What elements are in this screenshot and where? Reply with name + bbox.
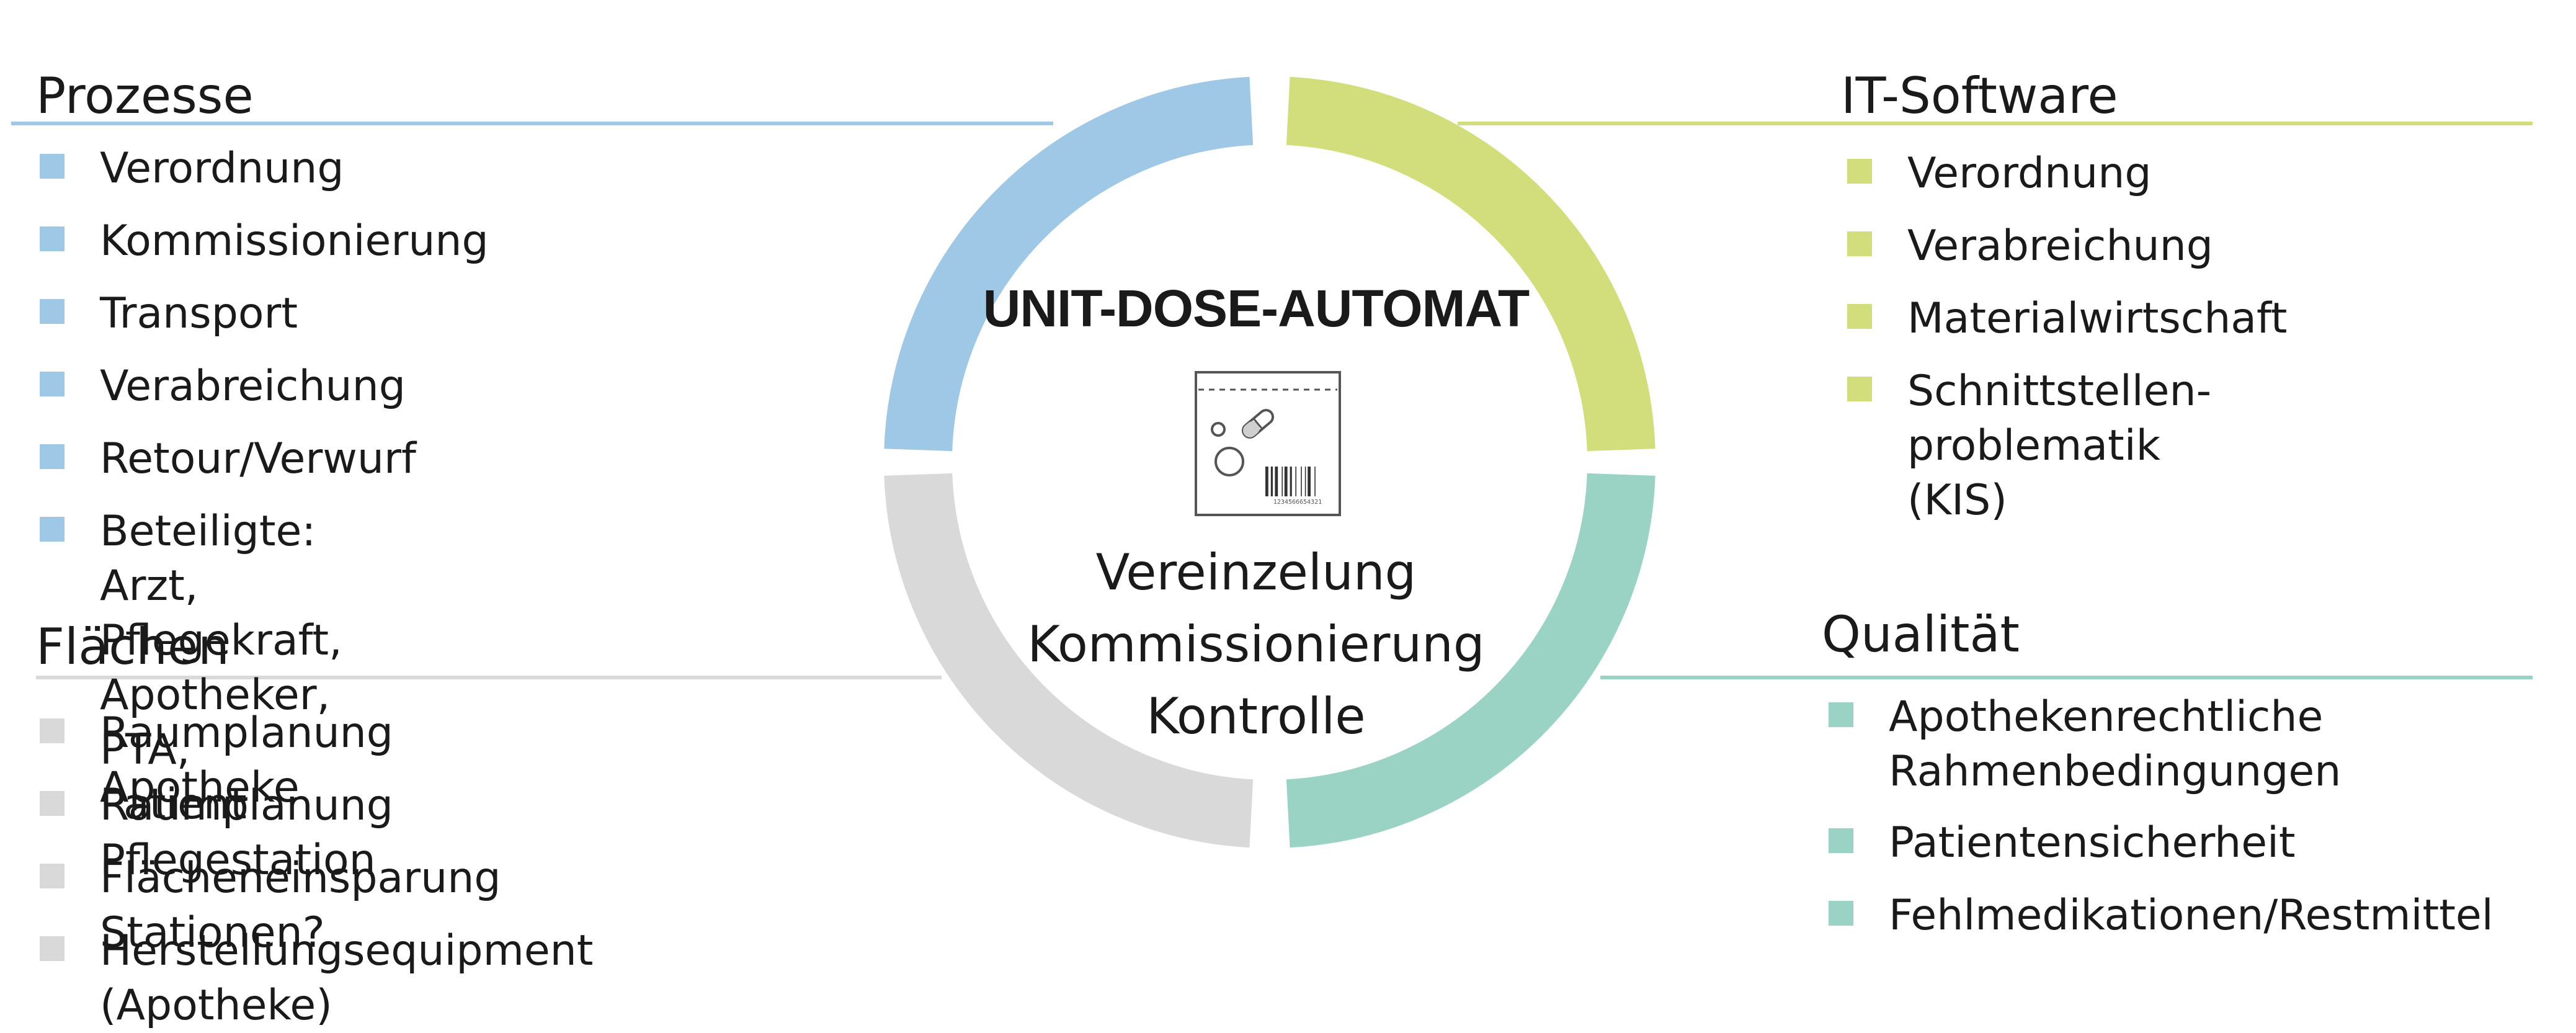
square-bullet-icon: [1847, 159, 1872, 184]
qualitaet-rule: [1600, 676, 2533, 679]
qualitaet-title: Qualität: [1822, 606, 2020, 663]
square-bullet-icon: [40, 936, 65, 961]
flaechen-title: Flächen: [36, 618, 230, 676]
barcode-bar: [1265, 467, 1268, 496]
prozesse-rule: [11, 122, 1053, 125]
center-subtitle: Vereinzelung Kommissionierung Kontrolle: [918, 537, 1594, 753]
barcode-bar: [1314, 467, 1316, 496]
prozesse-title: Prozesse: [36, 67, 254, 125]
square-bullet-icon: [40, 154, 65, 179]
center-line: Kommissionierung: [1027, 615, 1485, 673]
square-bullet-icon: [1829, 901, 1853, 926]
center-title: UNIT-DOSE-AUTOMAT: [983, 279, 1530, 338]
square-bullet-icon: [40, 791, 65, 816]
square-bullet-icon: [40, 517, 65, 542]
flaechen-rule: [36, 676, 942, 679]
it-software-title: IT-Software: [1841, 67, 2118, 125]
ring-segment-flaechen: [884, 473, 1254, 848]
unit-dose-diagram: 1234566654321: [884, 76, 1656, 848]
square-bullet-icon: [1829, 702, 1853, 727]
barcode-bar: [1270, 467, 1273, 496]
barcode-bar: [1308, 467, 1311, 496]
ring-segment-prozesse: [884, 76, 1254, 452]
square-bullet-icon: [1847, 231, 1872, 256]
barcode-icon: [1265, 467, 1316, 496]
ring-segment-qualitaet: [1286, 473, 1656, 848]
barcode-bar: [1284, 467, 1288, 496]
barcode-bar: [1304, 467, 1306, 496]
square-bullet-icon: [1829, 828, 1853, 853]
barcode-bar: [1290, 467, 1292, 496]
barcode-bar: [1301, 467, 1302, 496]
center-line: Vereinzelung: [1095, 543, 1417, 601]
square-bullet-icon: [40, 226, 65, 251]
ring-segment-it-software: [1286, 76, 1656, 452]
barcode-bar: [1281, 467, 1283, 496]
square-bullet-icon: [40, 864, 65, 888]
barcode-number: 1234566654321: [1273, 499, 1322, 506]
square-bullet-icon: [1847, 304, 1872, 329]
square-bullet-icon: [40, 718, 65, 743]
it-software-rule: [1458, 122, 2533, 125]
square-bullet-icon: [1847, 377, 1872, 401]
unit-dose-pouch-icon: 1234566654321: [1195, 371, 1341, 516]
square-bullet-icon: [40, 372, 65, 396]
barcode-bar: [1295, 467, 1296, 496]
center-line: Kontrolle: [1146, 687, 1366, 745]
square-bullet-icon: [40, 444, 65, 469]
barcode-bar: [1275, 467, 1278, 496]
square-bullet-icon: [40, 299, 65, 324]
